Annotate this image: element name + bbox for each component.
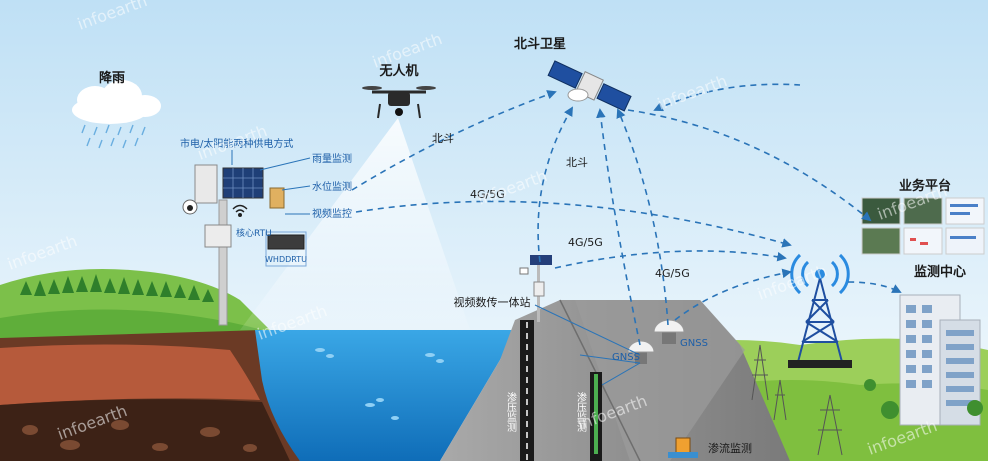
seepage-pressure-label-2: 渗压监测: [575, 391, 587, 433]
whddrtu-label: WHDDRTU: [265, 255, 307, 264]
video-control-label: 视频监控: [312, 207, 352, 220]
seepage-flow-label: 渗流监测: [708, 441, 752, 455]
tree-line: [20, 274, 214, 302]
gnss-label-2: GNSS: [680, 338, 708, 349]
soil-pebbles: [22, 420, 257, 452]
gnss-label-1: GNSS: [612, 352, 640, 363]
water-level-label: 水位监测: [312, 180, 352, 193]
fish-group: [315, 348, 444, 420]
dam-face: [575, 300, 745, 461]
monitoring-pole: [182, 164, 307, 326]
tower-antenna-icon: [815, 269, 825, 279]
seepage-flow-device: [668, 437, 698, 458]
power-supply-label: 市电/太阳能两种供电方式: [180, 137, 293, 150]
business-platform-label: 业务平台: [899, 178, 951, 194]
net-label-1: 4G/5G: [470, 188, 505, 201]
signal-tower: [797, 277, 843, 363]
net-label-2: 4G/5G: [568, 236, 603, 249]
drone-icon: [362, 86, 436, 119]
net-label-3: 4G/5G: [655, 267, 690, 280]
trees-right: [864, 379, 983, 419]
beidou-label-2: 北斗: [566, 156, 588, 169]
seepage-pressure-label-1: 渗压监测: [505, 391, 517, 433]
beidou-label-1: 北斗: [432, 132, 454, 145]
seepage-pressure-pole-1: [520, 320, 534, 461]
rain-cloud: [72, 80, 161, 124]
soil-layer-red: [0, 344, 260, 405]
rain-monitor-label: 雨量监测: [312, 152, 352, 165]
wifi-signal-icon: [232, 204, 248, 217]
data-flow-arrows: [351, 83, 902, 346]
tower-base: [788, 360, 852, 368]
power-pylons: [751, 344, 843, 456]
satellite-label: 北斗卫星: [514, 37, 566, 52]
drone-label: 无人机: [378, 63, 418, 79]
rain-label: 降雨: [99, 70, 125, 86]
reservoir-water: [255, 330, 515, 461]
soil-layer-dark: [0, 399, 290, 461]
seepage-pressure-pole-2: [590, 372, 602, 461]
satellite-icon: [547, 60, 632, 112]
video-station: [519, 255, 552, 322]
business-platform-screens: [861, 197, 985, 255]
monitoring-center-label: 监测中心: [914, 264, 966, 280]
connector-lines: [231, 150, 641, 386]
rain-drops: [81, 124, 146, 149]
core-rtu-label: 核心RTU: [236, 227, 272, 239]
drone-beam: [240, 118, 470, 330]
video-station-label: 视频数传一体站: [454, 295, 531, 309]
gnss-receiver-2: [653, 319, 685, 344]
